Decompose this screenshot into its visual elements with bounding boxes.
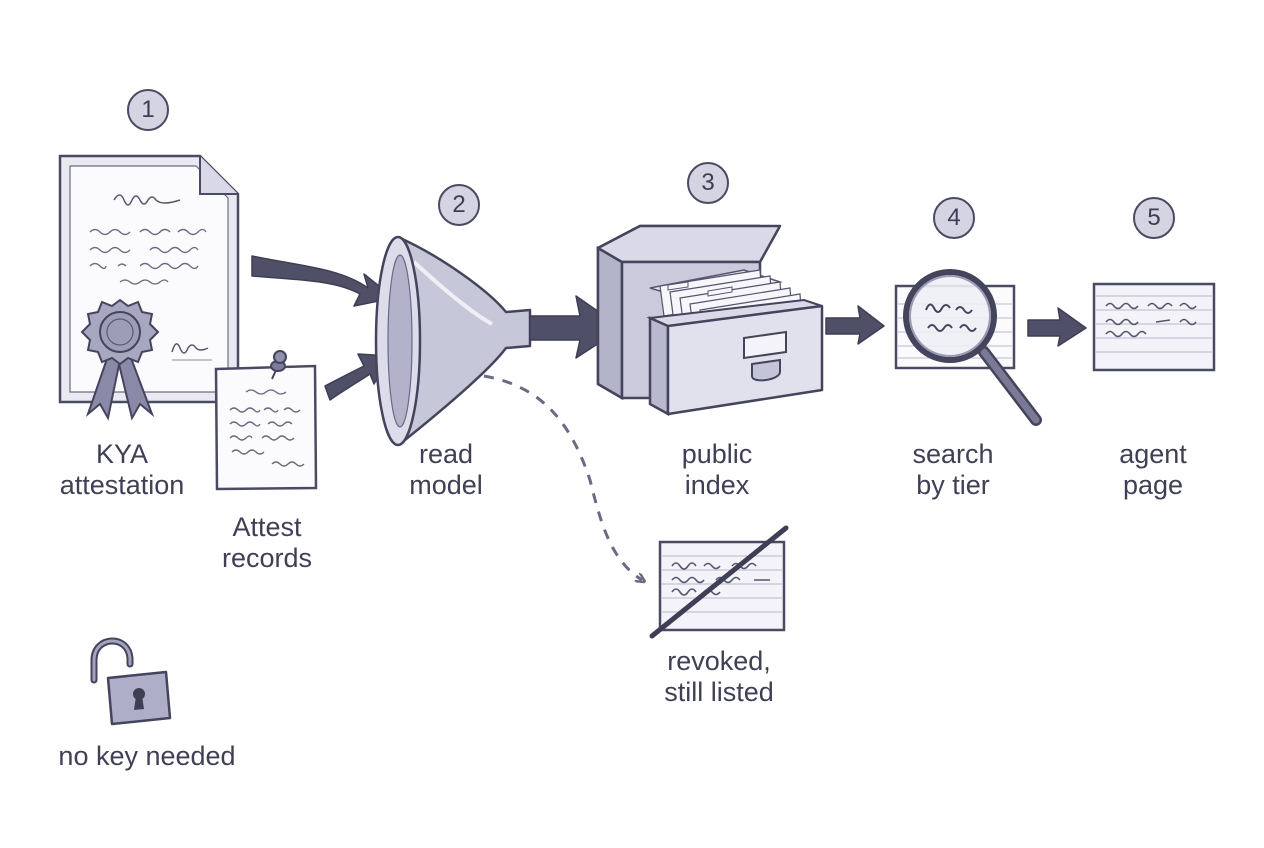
public-index-label: public index (681, 439, 753, 500)
revoked-still-listed-label: revoked, still listed (664, 646, 774, 707)
search-by-tier-label: search by tier (912, 439, 994, 500)
revoked-card-icon (649, 525, 789, 639)
arrow-index-to-search (825, 305, 885, 345)
padlock-icon (90, 637, 172, 726)
attest-records-label: Attest records (221, 512, 313, 573)
read-model-label: read model (409, 439, 483, 500)
card-icon (1092, 282, 1216, 372)
file-cabinet-icon (596, 224, 824, 417)
step-2-badge: 2 (438, 184, 480, 226)
arrow-certificate-to-funnel (251, 255, 395, 307)
certificate-icon (58, 154, 240, 421)
step-4-badge: 4 (933, 197, 975, 239)
magnifier-icon (894, 269, 1042, 426)
step-5-badge: 5 (1133, 197, 1175, 239)
funnel-icon (374, 235, 532, 447)
note-icon (214, 350, 318, 491)
agent-page-label: agent page (1119, 439, 1187, 500)
kya-attestation-label: KYA attestation (59, 439, 185, 500)
arrow-search-to-page (1027, 307, 1087, 347)
step-1-badge: 1 (127, 89, 169, 131)
step-3-badge: 3 (687, 162, 729, 204)
no-key-needed-label: no key needed (58, 741, 236, 771)
arrow-funnel-to-revoked (483, 374, 642, 580)
